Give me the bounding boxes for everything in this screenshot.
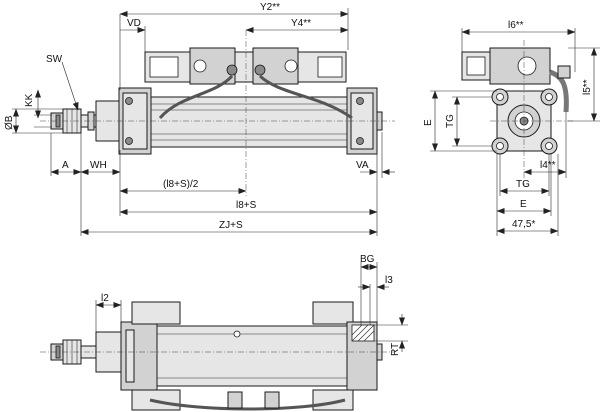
valve-block-top xyxy=(144,47,347,85)
label-a: A xyxy=(62,160,69,171)
label-i8s-half: (l8+S)/2 xyxy=(163,179,199,190)
label-47-5: 47,5* xyxy=(512,219,535,230)
label-va: VA xyxy=(356,160,369,171)
air-tubes xyxy=(158,74,353,120)
label-vd: VD xyxy=(127,18,141,29)
label-zjs: ZJ+S xyxy=(219,220,243,231)
label-bg: BG xyxy=(360,254,375,265)
label-i5: l5** xyxy=(582,79,593,95)
label-e-left: E xyxy=(423,119,434,126)
top-dimensions: Y2** VD Y4** SW KK ØB A WH VA xyxy=(4,2,395,236)
label-tg-left: TG xyxy=(445,114,456,128)
label-i8s: l8+S xyxy=(236,200,257,211)
bottom-dimensions: l2 BG l3 RT xyxy=(95,254,408,356)
label-i6: l6** xyxy=(508,20,524,31)
label-tg-bottom: TG xyxy=(516,179,530,190)
side-view-top xyxy=(40,30,395,196)
end-view xyxy=(461,40,575,185)
label-ob: ØB xyxy=(4,115,15,130)
label-i3: l3 xyxy=(385,275,393,286)
label-kk: KK xyxy=(24,93,35,107)
label-y2: Y2** xyxy=(260,2,280,13)
label-e-bottom: E xyxy=(520,199,527,210)
label-wh: WH xyxy=(90,160,107,171)
hatched-port xyxy=(351,324,375,342)
label-rt: RT xyxy=(390,343,401,356)
label-y4: Y4** xyxy=(291,18,311,29)
label-sw: SW xyxy=(46,54,63,65)
barrel xyxy=(150,96,348,148)
label-i2: l2 xyxy=(101,293,109,304)
label-i4: l4** xyxy=(540,160,556,171)
end-view-dimensions: l6** l5** E TG l4** TG E 47,5* xyxy=(423,20,600,236)
side-view-bottom xyxy=(40,301,395,411)
